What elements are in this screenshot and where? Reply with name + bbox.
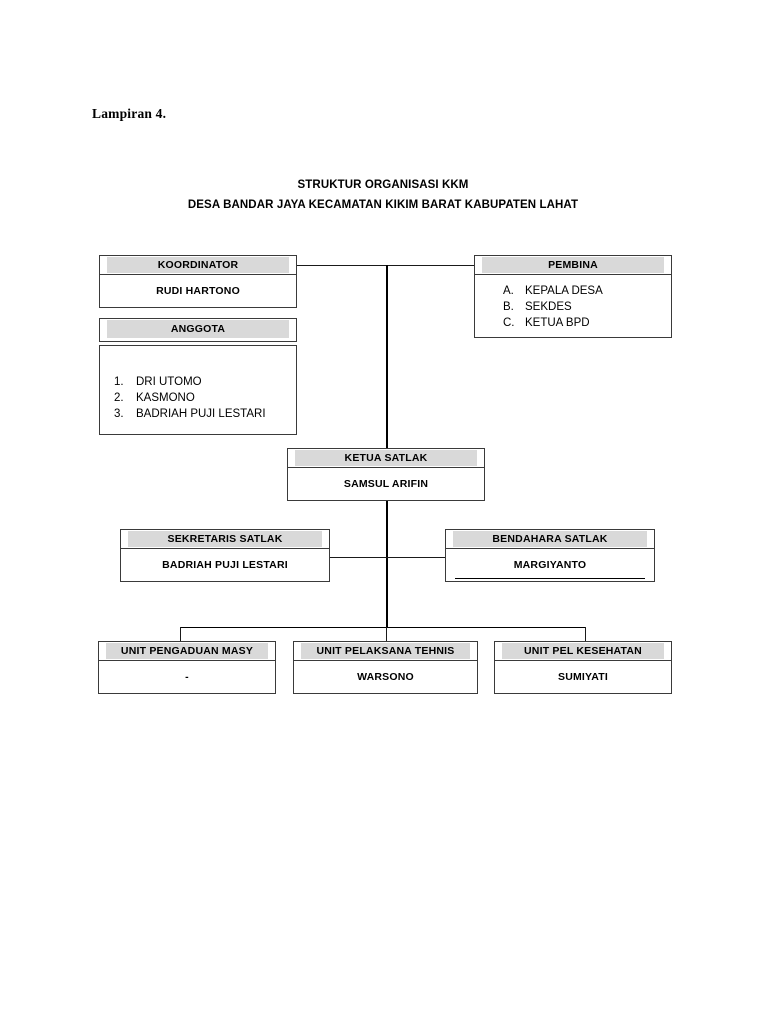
list-item: 1. DRI UTOMO [114,374,296,390]
chart-title-line-2: DESA BANDAR JAYA KECAMATAN KIKIM BARAT K… [187,199,579,211]
box-koordinator-header: KOORDINATOR [100,256,296,275]
lampiran-label: Lampiran 4. [92,106,167,121]
box-bendahara-satlak-header: BENDAHARA SATLAK [446,530,654,549]
box-unit-pelaksana-tehnis-header-label: UNIT PELAKSANA TEHNIS [316,645,455,657]
list-item: C. KETUA BPD [503,315,671,331]
header-band [107,320,289,338]
connector-spine-top [386,265,388,452]
list-item-label: BADRIAH PUJI LESTARI [136,408,266,420]
connector-unit-2-drop [386,627,387,641]
list-item-label: SEKDES [525,301,572,313]
list-item: A. KEPALA DESA [503,283,671,299]
box-pembina-header: PEMBINA [475,256,671,275]
header-band [482,257,664,273]
box-unit-pengaduan-masy[interactable]: UNIT PENGADUAN MASY - [98,641,276,694]
box-bendahara-satlak-name: MARGIYANTO [513,558,587,571]
box-ketua-satlak-header: KETUA SATLAK [288,449,484,468]
chart-title-line-1: STRUKTUR ORGANISASI KKM [297,179,469,191]
box-anggota-list-box[interactable]: 1. DRI UTOMO 2. KASMONO 3. BADRIAH PUJI … [99,345,297,435]
box-pembina-header-label: PEMBINA [548,259,598,271]
box-unit-pelaksana-tehnis-header: UNIT PELAKSANA TEHNIS [294,642,477,661]
list-item-marker: C. [503,317,515,329]
list-item-marker: 1. [114,376,124,388]
list-item-label: KETUA BPD [525,317,590,329]
box-unit-pel-kesehatan[interactable]: UNIT PEL KESEHATAN SUMIYATI [494,641,672,694]
box-unit-pel-kesehatan-name: SUMIYATI [557,670,609,683]
list-item: 2. KASMONO [114,390,296,406]
list-item-marker: A. [503,285,514,297]
list-item: 3. BADRIAH PUJI LESTARI [114,406,296,422]
list-item: B. SEKDES [503,299,671,315]
bendahara-name-underline [455,578,645,580]
box-sekretaris-satlak-name: BADRIAH PUJI LESTARI [162,558,288,571]
header-band [453,531,647,547]
box-unit-pengaduan-masy-header: UNIT PENGADUAN MASY [99,642,275,661]
connector-sekretaris-bendahara [329,557,445,558]
box-bendahara-satlak[interactable]: BENDAHARA SATLAK MARGIYANTO [445,529,655,582]
header-band [502,643,664,659]
list-item-marker: B. [503,301,514,313]
list-item-marker: 3. [114,408,124,420]
box-ketua-satlak-name: SAMSUL ARIFIN [343,477,429,490]
connector-unit-3-drop [585,627,586,641]
header-band [128,531,322,547]
list-item-label: DRI UTOMO [136,376,202,388]
box-koordinator-header-label: KOORDINATOR [157,259,239,271]
pembina-list: A. KEPALA DESA B. SEKDES C. KETUA BPD [475,275,671,331]
list-item-label: KEPALA DESA [525,285,603,297]
connector-unit-1-drop [180,627,181,641]
box-unit-pelaksana-tehnis-name: WARSONO [357,670,414,683]
header-band [106,643,268,659]
box-anggota-header-box[interactable]: ANGGOTA [99,318,297,342]
box-anggota-header: ANGGOTA [100,319,296,339]
box-sekretaris-satlak-header-label: SEKRETARIS SATLAK [167,533,283,545]
box-pembina[interactable]: PEMBINA A. KEPALA DESA B. SEKDES C. KETU… [474,255,672,338]
box-unit-pelaksana-tehnis[interactable]: UNIT PELAKSANA TEHNIS WARSONO [293,641,478,694]
header-band [295,450,477,466]
list-item-label: KASMONO [136,392,195,404]
list-item-marker: 2. [114,392,124,404]
box-anggota-header-label: ANGGOTA [170,323,226,335]
box-unit-pengaduan-masy-header-label: UNIT PENGADUAN MASY [120,645,254,657]
connector-units-bar [180,627,586,629]
box-ketua-satlak[interactable]: KETUA SATLAK SAMSUL ARIFIN [287,448,485,501]
box-unit-pengaduan-masy-name: - [185,670,189,683]
box-koordinator[interactable]: KOORDINATOR RUDI HARTONO [99,255,297,308]
box-sekretaris-satlak[interactable]: SEKRETARIS SATLAK BADRIAH PUJI LESTARI [120,529,330,582]
box-ketua-satlak-header-label: KETUA SATLAK [344,452,428,464]
box-bendahara-satlak-header-label: BENDAHARA SATLAK [492,533,608,545]
anggota-list: 1. DRI UTOMO 2. KASMONO 3. BADRIAH PUJI … [100,346,296,422]
box-unit-pel-kesehatan-header-label: UNIT PEL KESEHATAN [524,645,642,657]
box-unit-pel-kesehatan-header: UNIT PEL KESEHATAN [495,642,671,661]
box-sekretaris-satlak-header: SEKRETARIS SATLAK [121,530,329,549]
box-koordinator-name: RUDI HARTONO [156,284,240,297]
header-band [107,257,289,273]
connector-spine-bottom [386,501,388,628]
header-band [301,643,470,659]
